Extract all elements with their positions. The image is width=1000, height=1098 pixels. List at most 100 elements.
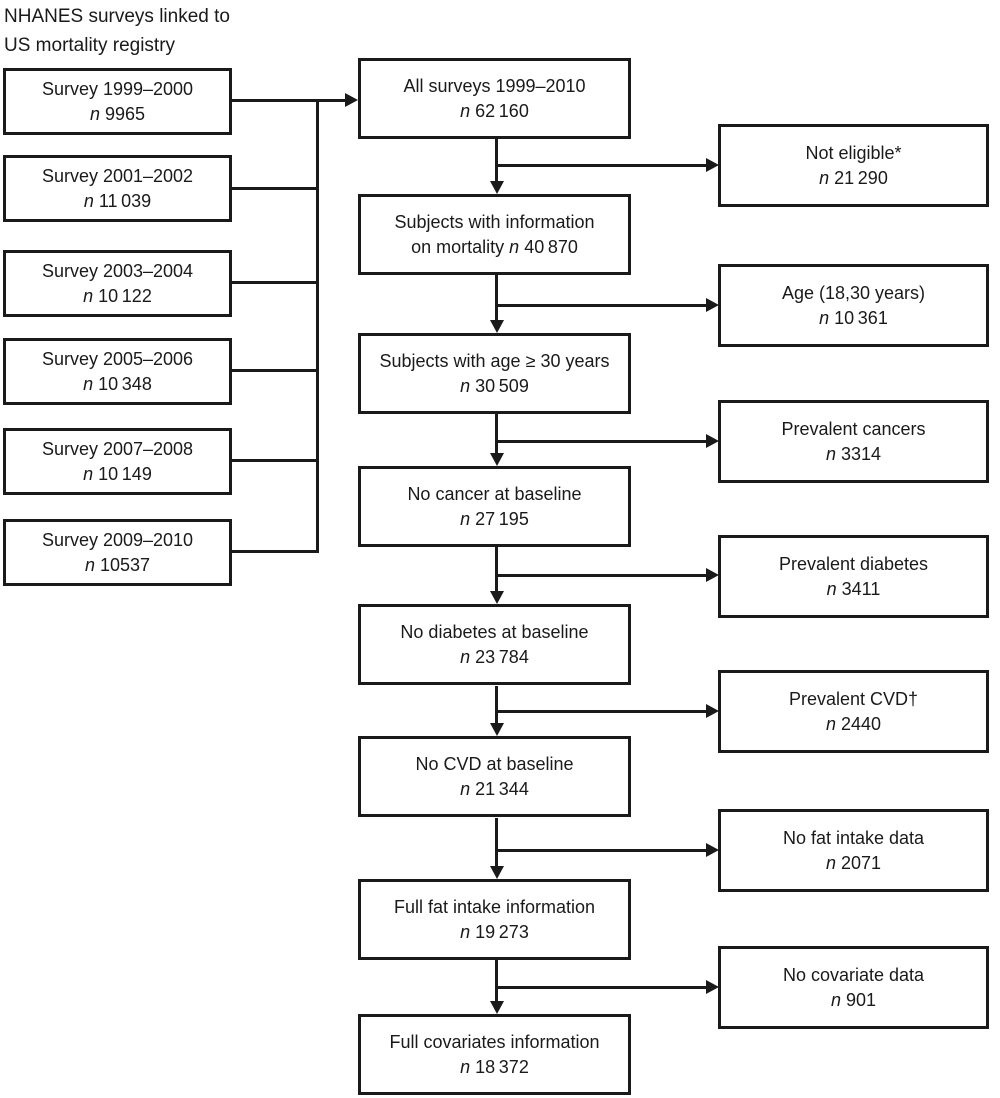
n-symbol: n <box>460 1056 471 1077</box>
n-symbol: n <box>830 989 841 1010</box>
box-n-value: 27 195 <box>475 508 529 529</box>
connector-exclusion-7 <box>495 986 706 989</box>
n-symbol: n <box>509 236 520 257</box>
connector-survey-1 <box>232 99 346 102</box>
n-symbol: n <box>460 100 471 121</box>
box-n-value: 10537 <box>99 554 151 575</box>
box-n-value: 21 290 <box>834 167 888 188</box>
n-symbol: n <box>819 307 830 328</box>
figure-title-line1: NHANES surveys linked to <box>4 6 230 27</box>
connector-flow-1-2 <box>495 139 498 184</box>
box-label: No covariate data <box>782 964 925 985</box>
arrowhead-down-icon <box>490 320 504 333</box>
box-n-value: 9965 <box>104 103 146 124</box>
box-label: Survey 2005–2006 <box>41 348 194 369</box>
box-label: All surveys 1999–2010 <box>403 75 586 96</box>
n-symbol: n <box>460 508 471 529</box>
connector-flow-4-5 <box>495 547 498 593</box>
n-symbol: n <box>825 713 836 734</box>
box-label: Subjects with information <box>394 211 595 232</box>
n-symbol: n <box>83 463 94 484</box>
arrowhead-down-icon <box>490 591 504 604</box>
n-symbol: n <box>83 373 94 394</box>
arrowhead-right-icon <box>706 843 719 857</box>
box-n-value: 62 160 <box>475 100 529 121</box>
n-symbol: n <box>825 852 836 873</box>
box-n-value: 10 149 <box>98 463 152 484</box>
connector-exclusion-1 <box>495 164 706 167</box>
n-symbol: n <box>460 375 471 396</box>
connector-flow-7-8 <box>495 960 498 1003</box>
n-symbol: n <box>84 554 95 575</box>
n-symbol: n <box>83 285 94 306</box>
box-n-value: 18 372 <box>475 1056 529 1077</box>
box-label: Full covariates information <box>389 1031 600 1052</box>
box-label: Age (18,30 years) <box>781 282 926 303</box>
n-symbol: n <box>825 443 836 464</box>
box-label: Survey 2003–2004 <box>41 260 194 281</box>
box-n-value: 2071 <box>840 852 882 873</box>
connector-exclusion-4 <box>495 574 706 577</box>
box-label: No cancer at baseline <box>407 483 582 504</box>
arrowhead-down-icon <box>490 1001 504 1014</box>
connector-flow-5-6 <box>495 686 498 725</box>
box-label: Not eligible* <box>805 142 902 163</box>
n-symbol: n <box>819 167 830 188</box>
arrowhead-right-icon <box>345 93 358 107</box>
connector-survey-trunk <box>316 99 319 553</box>
n-symbol: n <box>460 646 471 667</box>
box-label: Survey 2001–2002 <box>41 165 194 186</box>
arrowhead-down-icon <box>490 181 504 194</box>
box-n-value: 30 509 <box>475 375 529 396</box>
box-n-value: 19 273 <box>475 921 529 942</box>
connector-survey-4 <box>232 369 319 372</box>
arrowhead-right-icon <box>706 158 719 172</box>
box-n-value: 901 <box>845 989 877 1010</box>
arrowhead-right-icon <box>706 434 719 448</box>
n-symbol: n <box>460 778 471 799</box>
box-n-value: 21 344 <box>475 778 529 799</box>
arrowhead-down-icon <box>490 866 504 879</box>
box-n-value: 10 122 <box>98 285 152 306</box>
connector-survey-2 <box>232 187 319 190</box>
box-n-value: 23 784 <box>475 646 529 667</box>
arrowhead-down-icon <box>490 453 504 466</box>
box-n-value: 10 348 <box>98 373 152 394</box>
connector-exclusion-5 <box>495 710 706 713</box>
connector-exclusion-6 <box>495 849 706 852</box>
box-n-value: 3411 <box>841 578 881 599</box>
flow-box-mortality-info: Subjects with information on mortality n… <box>358 194 631 275</box>
box-n-value: 10 361 <box>834 307 888 328</box>
box-label: No fat intake data <box>782 827 925 848</box>
connector-survey-5 <box>232 459 319 462</box>
box-n-value: 3314 <box>840 443 882 464</box>
n-symbol: n <box>460 921 471 942</box>
box-label: Survey 2007–2008 <box>41 438 194 459</box>
